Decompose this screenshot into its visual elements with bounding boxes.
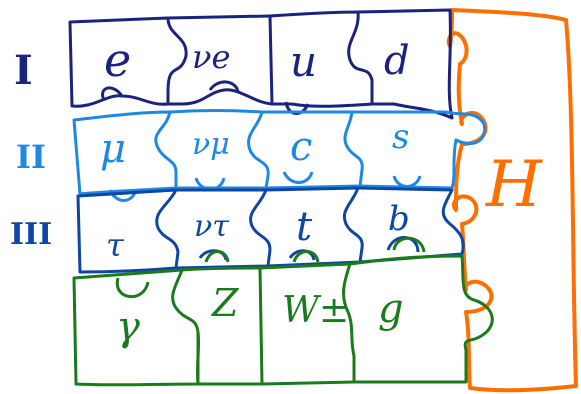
- cell-higgs: H: [485, 148, 543, 222]
- cell-gluon: g: [378, 286, 404, 332]
- cell-up-quark: u: [290, 37, 317, 86]
- cell-charm-quark: c: [290, 124, 312, 170]
- gen2-pieces: [74, 111, 485, 201]
- cell-muon: μ: [100, 126, 126, 172]
- gen-label-1: I: [14, 47, 33, 94]
- gen-label-2: II: [16, 138, 46, 176]
- cell-tau-neutrino: ντ: [194, 209, 229, 244]
- cell-electron: e: [104, 33, 131, 87]
- cell-strange-quark: s: [392, 117, 409, 157]
- cell-bottom-quark: b: [388, 199, 410, 239]
- cell-w-boson: W±: [282, 290, 349, 331]
- cell-photon: γ: [116, 304, 140, 350]
- cell-muon-neutrino: νμ: [192, 127, 230, 162]
- cell-down-quark: d: [384, 38, 410, 84]
- cell-z-boson: Z: [211, 281, 239, 325]
- cell-electron-neutrino: νe: [192, 38, 230, 76]
- gen-label-3: III: [10, 217, 52, 252]
- cell-tau: τ: [106, 226, 125, 264]
- cell-top-quark: t: [296, 204, 313, 250]
